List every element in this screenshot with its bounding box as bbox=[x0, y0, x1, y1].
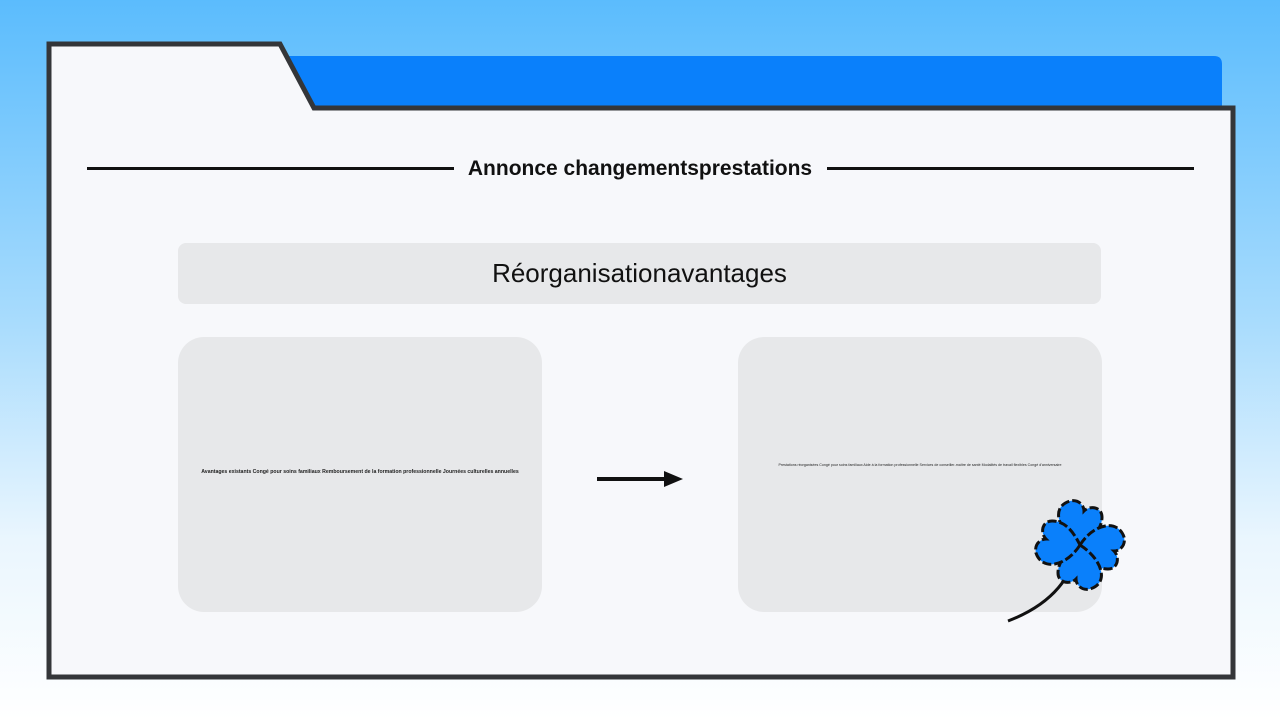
subtitle-banner: Réorganisationavantages bbox=[178, 243, 1101, 304]
header-rule-right bbox=[827, 167, 1194, 170]
four-leaf-clover-icon bbox=[1007, 499, 1126, 623]
existing-benefits-text: Avantages existants Congé pour soins fam… bbox=[201, 468, 519, 475]
existing-benefits-card: Avantages existants Congé pour soins fam… bbox=[178, 337, 542, 612]
folder-tab bbox=[280, 56, 1222, 112]
reorganized-benefits-card: Prestations réorganisées Congé pour soin… bbox=[738, 337, 1102, 612]
arrow-right-icon bbox=[597, 471, 683, 487]
subtitle-text: Réorganisationavantages bbox=[492, 258, 787, 288]
reorganized-benefits-text: Prestations réorganisées Congé pour soin… bbox=[778, 462, 1062, 467]
header-rule-left bbox=[87, 167, 454, 170]
page-title: Annonce changementsprestations bbox=[467, 157, 813, 180]
